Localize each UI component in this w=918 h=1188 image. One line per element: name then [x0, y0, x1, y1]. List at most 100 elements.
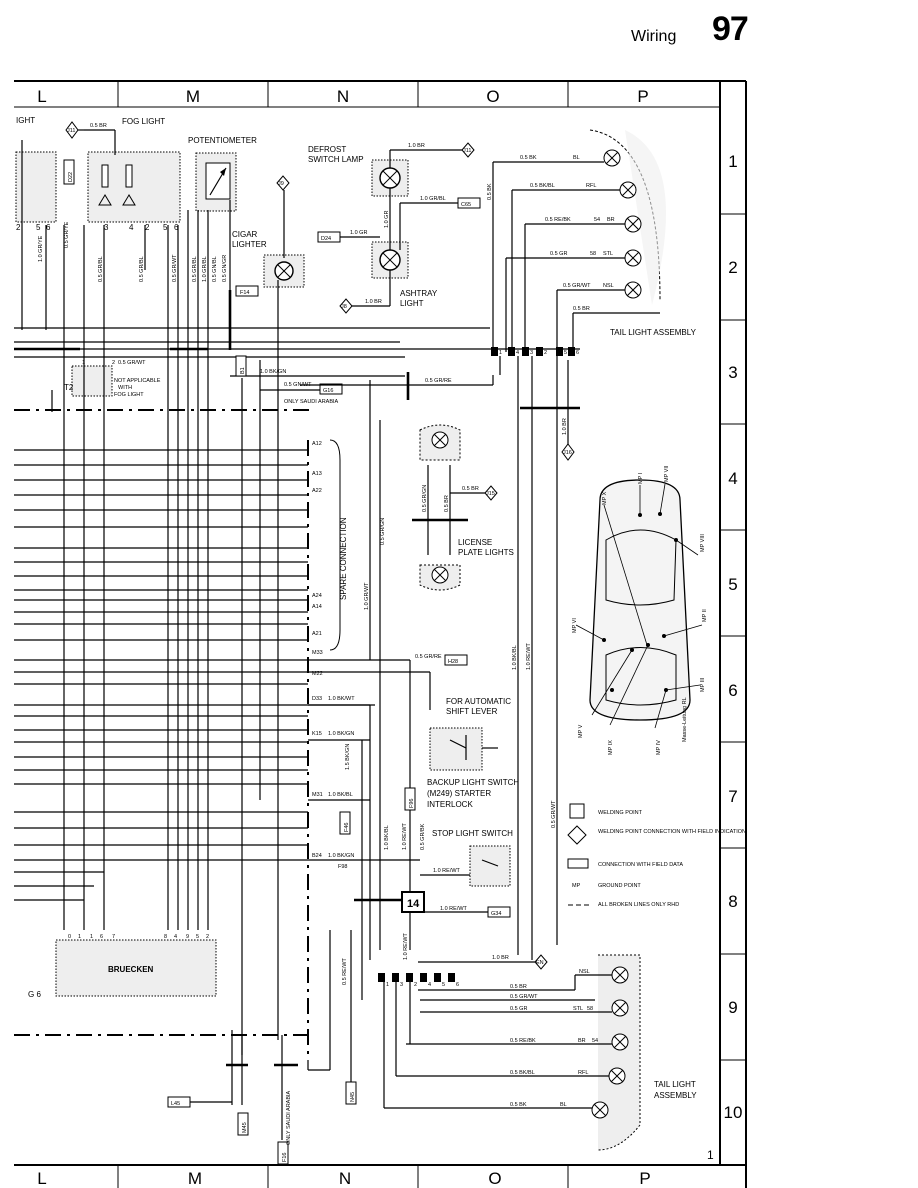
ground-point-label: MP VIII: [700, 534, 706, 552]
right-vertical-wires: 1.0 BK/BL 1.0 RE/WT 0.5 GR/WT: [409, 356, 558, 960]
column-label-o-bottom: O: [488, 1169, 501, 1188]
wire-label: 1.0 RE/WT: [526, 642, 532, 670]
column-label-n: N: [337, 87, 349, 106]
ground-point-label: MP VII: [664, 465, 670, 482]
wire-label: 1.0 BR: [365, 299, 382, 305]
d24-tag: D24: [321, 236, 331, 242]
wire-label: 0.5 GR/YE: [64, 221, 70, 248]
terminal-number: 1: [90, 934, 93, 940]
wire-label: 0.5 RE/WT: [342, 957, 348, 985]
bottom-left-wiring: L45 M45 F16 ONLY SAUDI ARABIA N45: [14, 930, 357, 1165]
f16-tag: F16: [282, 1153, 288, 1162]
wire-label: 1.0 GR/BL: [420, 196, 446, 202]
page-index: 1: [707, 1148, 714, 1162]
license-plate-label: PLATE LIGHTS: [458, 548, 514, 557]
terminal-number: 8: [164, 934, 167, 940]
row-label-3: 3: [728, 363, 737, 382]
column-label-m-bottom: M: [188, 1169, 202, 1188]
wire-label: 0.5 BK: [487, 183, 493, 200]
f96-tag: F96: [409, 799, 415, 808]
license-plate-label: LICENSE: [458, 538, 492, 547]
terminal-number: 7: [112, 934, 115, 940]
cigar-lighter-label: CIGAR: [232, 230, 258, 239]
connector-a12: A12: [312, 441, 322, 447]
automatic-shift-label: SHIFT LEVER: [446, 707, 498, 716]
wire-label: 1.0 BK/GN: [328, 731, 354, 737]
wire-label: 0.5 GN/BL: [212, 256, 218, 282]
fog-light-assembly: IGHT FOG LIGHT 0.5 BR 2 5 6 3 4 2 5 6 D2…: [15, 116, 181, 232]
wire-label: 1.0 BK/BL: [328, 792, 353, 798]
stop-light-switch-label: STOP LIGHT SWITCH: [432, 829, 513, 838]
wire-label: 1.0 BR: [408, 143, 425, 149]
ashtray-label: LIGHT: [400, 299, 424, 308]
t2-label: T2: [64, 383, 74, 392]
ashtray-label: ASHTRAY: [400, 289, 438, 298]
terminal-number: 2: [206, 934, 209, 940]
wire-label: BR: [607, 217, 615, 223]
column-label-l: L: [37, 87, 46, 106]
tail-light-bottom-label: ASSEMBLY: [654, 1091, 697, 1100]
wire-label: 0.5 GR/RE: [425, 378, 452, 384]
wire-label: 54: [594, 217, 600, 223]
m45-tag: M45: [242, 1122, 248, 1133]
ground-point-label: MP III: [700, 677, 706, 692]
wire-label: 0.5 GR/BL: [98, 256, 104, 282]
wire-label: 0.5 BK/BL: [530, 183, 555, 189]
bus-lines: 1.0 BK/GN 0.5 GN/WT G16 ONLY SAUDI ARABI…: [14, 327, 580, 411]
row-label-8: 8: [728, 892, 737, 911]
wire-label: NSL: [579, 969, 590, 975]
backup-switch-label: (M249) STARTER: [427, 789, 491, 798]
g6-label: G 6: [28, 990, 41, 999]
j8-tag: J8: [341, 304, 347, 310]
column-label-m: M: [186, 87, 200, 106]
row-label-6: 6: [728, 681, 737, 700]
spare-connection-label: SPARE CONNECTION: [339, 517, 348, 600]
ground-point-label: MP I: [638, 472, 644, 484]
terminal-number: 5: [36, 223, 41, 232]
wire-label: BL: [573, 155, 580, 161]
wire-label: 1.0 GR: [384, 211, 390, 228]
d22-tag-label: D22: [68, 172, 74, 182]
tail-light-assembly-top: 0.5 BK BL 0.5 BK/BL RFL 0.5 RE/BK 54 BR …: [487, 129, 697, 356]
column-label-o: O: [486, 87, 499, 106]
wire-label: STL: [573, 1006, 583, 1012]
wire-label: 0.5 GR/WT: [172, 254, 178, 282]
j11-tag-2: J11: [463, 148, 471, 154]
wire-label: 1.0 BR: [562, 418, 568, 435]
page-number: 97: [712, 10, 749, 48]
connector-m22: M22: [312, 671, 323, 677]
wire-label: 0.5 BR: [510, 984, 527, 990]
fog-light-label: FOG LIGHT: [122, 117, 165, 126]
terminal-number: 1: [499, 350, 502, 356]
cigar-lighter-label: LIGHTER: [232, 240, 267, 249]
terminal-number: 2: [112, 360, 115, 366]
row-label-4: 4: [728, 469, 737, 488]
wire-label: 1.5 BK/GN: [345, 744, 351, 770]
f46-tag: F46: [344, 823, 350, 832]
automatic-shift-label: FOR AUTOMATIC: [446, 697, 511, 706]
b1-tag: B1: [240, 367, 246, 374]
legend-connection-field-data: CONNECTION WITH FIELD DATA: [598, 862, 683, 868]
connector-a13: A13: [312, 471, 322, 477]
wire-label: 0.5 GR: [510, 1006, 527, 1012]
wire-label: 1.0 BK/BL: [512, 645, 518, 670]
terminal-number: 4: [174, 934, 177, 940]
terminal-number: 5: [564, 350, 567, 356]
connector-a22: A22: [312, 488, 322, 494]
column-label-p: P: [637, 87, 648, 106]
j15-tag: J15: [486, 491, 495, 497]
legend-ground-point: GROUND POINT: [598, 883, 641, 889]
terminal-number: 6: [456, 982, 459, 988]
h28-tag: H28: [448, 659, 458, 665]
connector-m33: M33: [312, 650, 323, 656]
wire-label: 1.0 GR: [350, 230, 367, 236]
wire-label: 0.5 BR: [90, 123, 107, 129]
en-tag: EN: [536, 960, 544, 966]
g34-tag: G34: [491, 911, 501, 917]
license-plate-lights: 0.5 GR/GN 0.5 BR 0.5 BR J15 LICENSE PLAT…: [412, 360, 575, 591]
diagram-frame: [14, 80, 747, 1188]
wire-label: 0.5 RE/BK: [510, 1038, 536, 1044]
wire-label: STL: [603, 251, 613, 257]
legend-welding-point: WELDING POINT: [598, 810, 643, 816]
